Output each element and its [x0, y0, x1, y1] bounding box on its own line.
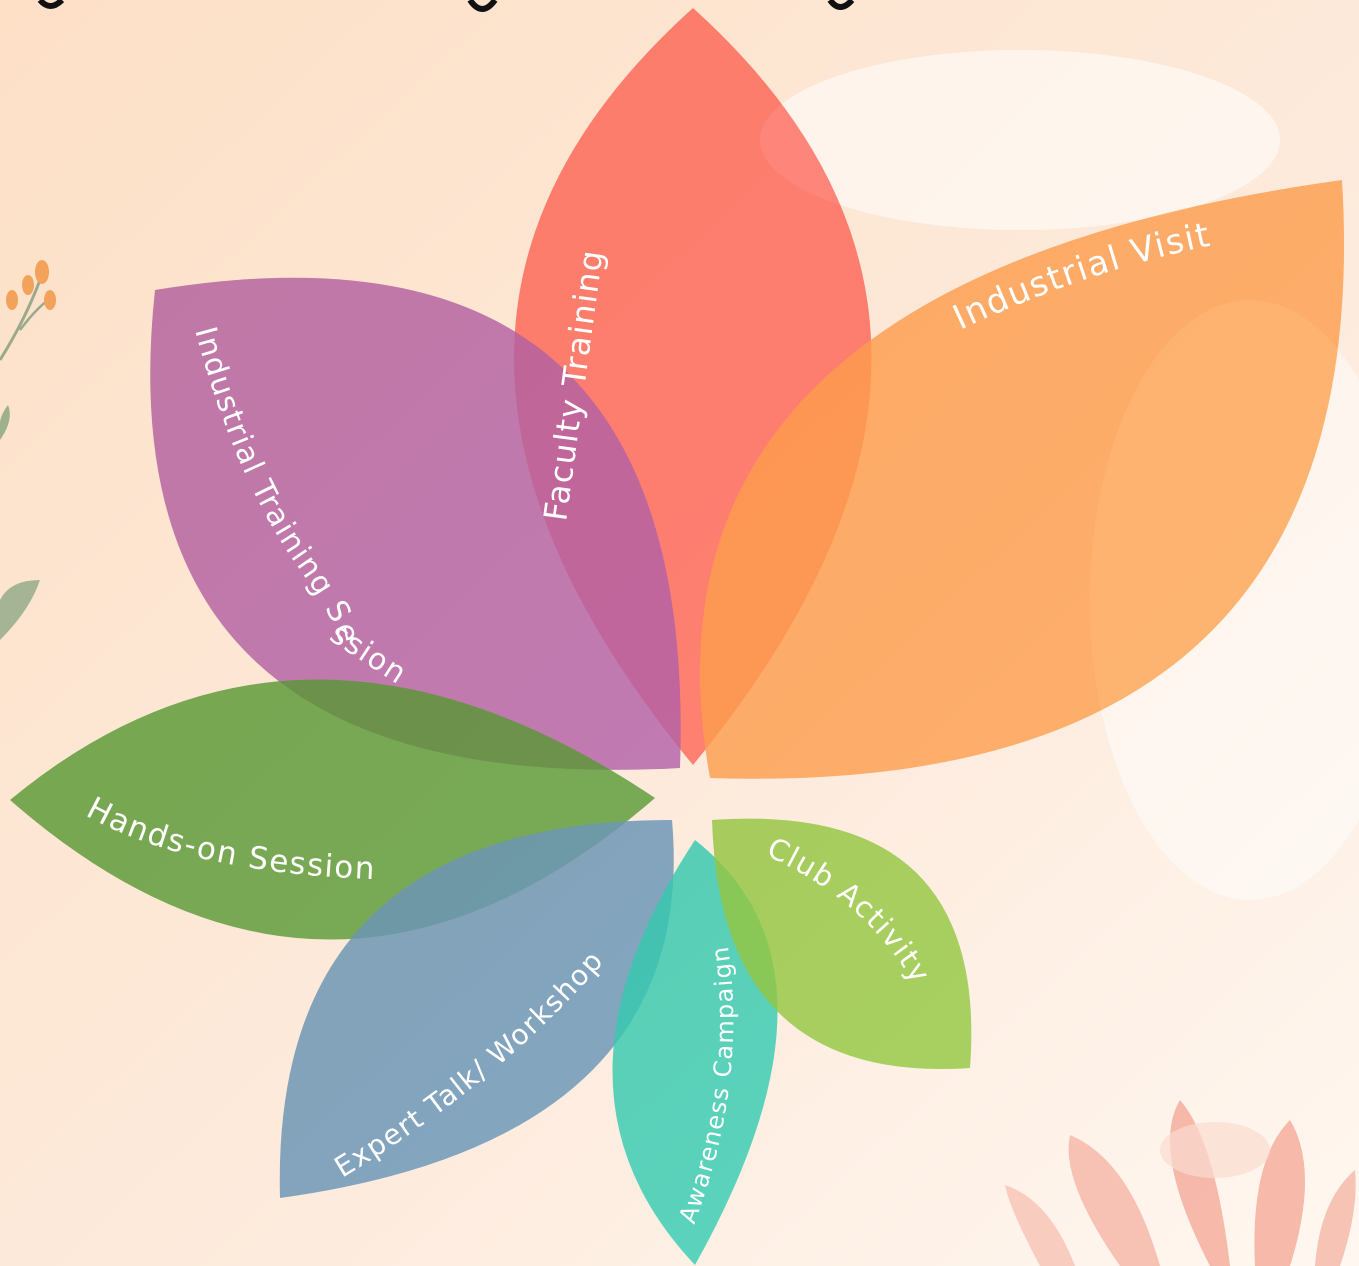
- title-fragment: [37, 0, 65, 9]
- petal-industrial-visit: [700, 180, 1345, 779]
- title-fragment: [467, 0, 498, 12]
- petal-industrial-training-session: [150, 277, 681, 770]
- background-wash: [760, 50, 1280, 230]
- title-fragment: [827, 0, 855, 10]
- leaf-icon: [0, 405, 40, 640]
- petal-expert-talk-workshop: [279, 820, 674, 1198]
- lotus-icon: [1005, 1100, 1356, 1266]
- petal-club-activity: [712, 818, 972, 1070]
- branch-sprig-icon: [0, 260, 56, 361]
